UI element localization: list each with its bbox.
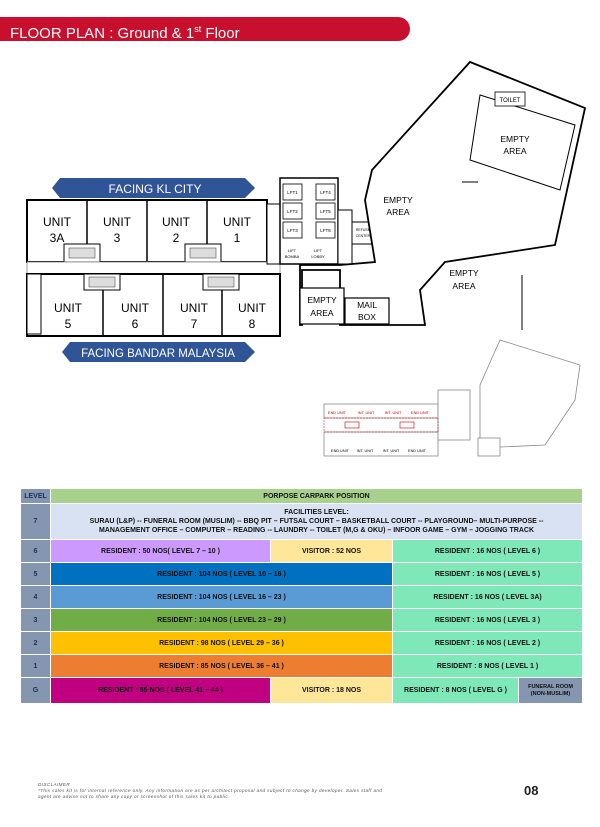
svg-text:EMPTY: EMPTY xyxy=(500,134,530,144)
svg-text:END UNIT: END UNIT xyxy=(408,449,427,453)
visitor-cell: VISITOR : 18 NOS xyxy=(270,677,393,704)
level-cell: 2 xyxy=(20,631,51,655)
unit-8-line2: 8 xyxy=(249,317,256,331)
svg-text:LOBBY: LOBBY xyxy=(311,254,325,259)
unit-3a-line1: UNIT xyxy=(43,215,72,229)
level-cell: 4 xyxy=(20,585,51,609)
resident-cell: RESIDENT : 55 NOS ( LEVEL 41 – 44 ) xyxy=(50,677,271,704)
resident-cell: RESIDENT : 104 NOS ( LEVEL 23 – 29 ) xyxy=(50,608,393,632)
svg-text:LFT4: LFT4 xyxy=(320,190,331,195)
unit-3a-line2: 3A xyxy=(50,231,65,245)
resident-cell: RESIDENT : 104 NOS ( LEVEL 16 – 23 ) xyxy=(50,585,393,609)
svg-text:LIFT: LIFT xyxy=(288,248,297,253)
svg-text:END UNIT: END UNIT xyxy=(328,411,347,415)
resident-cell: RESIDENT : 16 NOS ( LEVEL 6 ) xyxy=(391,539,584,563)
empty-area-label: EMPTY xyxy=(307,295,337,305)
unit-6-line2: 6 xyxy=(132,317,139,331)
facilities-level: 7 xyxy=(20,503,51,540)
resident-cell: RESIDENT : 50 NOS( LEVEL 7 – 10 ) xyxy=(50,539,271,563)
svg-text:LFT3: LFT3 xyxy=(287,228,298,233)
svg-text:AREA: AREA xyxy=(386,207,409,217)
visitor-cell: VISITOR : 52 NOS xyxy=(270,539,393,563)
unit-8-line1: UNIT xyxy=(238,301,267,315)
unit-5-line1: UNIT xyxy=(54,301,83,315)
svg-text:INT. UNIT: INT. UNIT xyxy=(358,411,375,415)
unit-3-line1: UNIT xyxy=(103,215,132,229)
right-wing xyxy=(299,60,587,326)
svg-text:AREA: AREA xyxy=(452,281,475,291)
resident-cell: RESIDENT : 98 NOS ( LEVEL 29 – 36 ) xyxy=(50,631,393,655)
resident-cell: RESIDENT : 85 NOS ( LEVEL 36 – 41 ) xyxy=(50,654,393,678)
svg-text:END UNIT: END UNIT xyxy=(331,449,350,453)
svg-text:LFT1: LFT1 xyxy=(287,190,298,195)
facing-bottom-label: FACING BANDAR MALAYSIA xyxy=(81,348,235,360)
key-plan: END UNIT INT. UNIT INT. UNIT END UNIT EN… xyxy=(323,339,581,457)
svg-text:BOX: BOX xyxy=(358,312,376,322)
unit-3-line2: 3 xyxy=(114,231,121,245)
resident-cell: RESIDENT : 8 NOS ( LEVEL G ) xyxy=(392,677,519,704)
svg-text:REFUSE: REFUSE xyxy=(356,228,371,232)
mail-box-label: MAIL xyxy=(357,300,377,310)
facing-bottom-banner xyxy=(62,342,255,362)
facing-top-label: FACING KL CITY xyxy=(109,182,202,196)
svg-text:EMPTY: EMPTY xyxy=(449,268,479,278)
svg-text:AREA: AREA xyxy=(310,308,333,318)
svg-text:LFT5: LFT5 xyxy=(320,209,331,214)
facilities-cell: FACILITIES LEVEL: SURAU (L&P) -- FUNERAL… xyxy=(49,503,584,540)
floor-plan: FACING KL CITY UNIT 3A UNIT 3 UNIT 2 UNI… xyxy=(26,60,587,457)
toilet-label: TOILET xyxy=(500,98,521,104)
purpose-header: PORPOSE CARPARK POSITION xyxy=(49,488,584,504)
resident-cell: RESIDENT : 16 NOS ( LEVEL 3A) xyxy=(391,585,584,609)
resident-cell: RESIDENT : 16 NOS ( LEVEL 2 ) xyxy=(391,631,584,655)
svg-text:INT. UNIT: INT. UNIT xyxy=(385,411,402,415)
funeral-room-cell: FUNERAL ROOM (NON-MUSLIM) xyxy=(517,677,584,704)
level-header: LEVEL xyxy=(20,488,51,504)
resident-cell: RESIDENT : 104 NOS ( LEVEL 10 – 16 ) xyxy=(50,562,393,586)
unit-2-line1: UNIT xyxy=(162,215,191,229)
svg-text:EMPTY: EMPTY xyxy=(383,195,413,205)
unit-1-line2: 1 xyxy=(234,231,241,245)
level-cell: 6 xyxy=(20,539,51,563)
resident-cell: RESIDENT : 16 NOS ( LEVEL 5 ) xyxy=(391,562,584,586)
unit-2-line2: 2 xyxy=(173,231,180,245)
page-number: 08 xyxy=(524,783,539,798)
unit-6-line1: UNIT xyxy=(121,301,150,315)
unit-5-line2: 5 xyxy=(65,317,72,331)
unit-7-line1: UNIT xyxy=(180,301,209,315)
svg-text:CENTER: CENTER xyxy=(356,234,371,238)
level-cell: G xyxy=(20,677,51,704)
facing-top-banner xyxy=(52,178,255,198)
svg-text:LFT2: LFT2 xyxy=(287,209,298,214)
svg-text:AREA: AREA xyxy=(503,146,526,156)
unit-7-line2: 7 xyxy=(191,317,198,331)
svg-text:END UNIT: END UNIT xyxy=(411,411,430,415)
disclaimer: DISCLAIMER *This sales kit is for intern… xyxy=(38,782,383,799)
resident-cell: RESIDENT : 16 NOS ( LEVEL 3 ) xyxy=(391,608,584,632)
svg-text:INT. UNIT: INT. UNIT xyxy=(383,449,400,453)
unit-1-line1: UNIT xyxy=(223,215,252,229)
level-cell: 5 xyxy=(20,562,51,586)
svg-text:BOMBA: BOMBA xyxy=(285,254,300,259)
level-cell: 3 xyxy=(20,608,51,632)
svg-text:INT. UNIT: INT. UNIT xyxy=(357,449,374,453)
resident-cell: RESIDENT : 8 NOS ( LEVEL 1 ) xyxy=(391,654,584,678)
svg-text:LIFT: LIFT xyxy=(314,248,323,253)
carpark-table: LEVEL PORPOSE CARPARK POSITION 7 FACILIT… xyxy=(20,488,584,704)
corridor xyxy=(26,261,281,275)
page-title: FLOOR PLAN : Ground & 1st Floor xyxy=(0,17,410,42)
svg-text:LFT6: LFT6 xyxy=(320,228,331,233)
level-cell: 1 xyxy=(20,654,51,678)
